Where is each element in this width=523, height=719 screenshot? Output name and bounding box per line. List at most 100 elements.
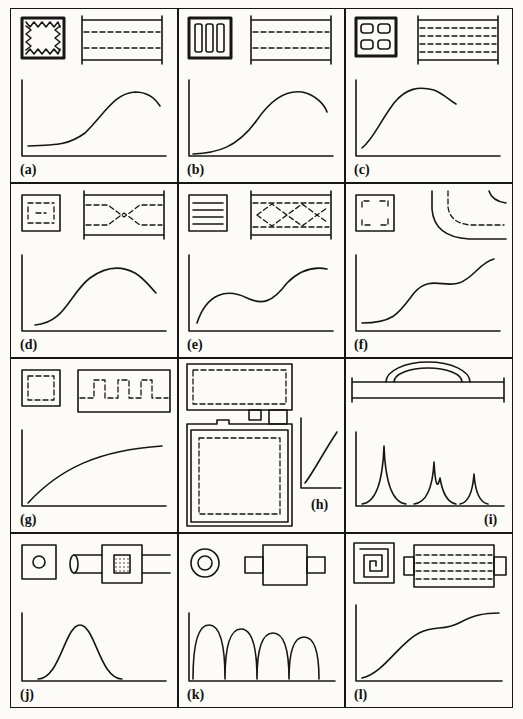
line-art [360,549,388,577]
line-art [432,191,506,239]
line-art [55,26,60,50]
line-art [362,201,388,225]
line-art [189,80,333,156]
line-art [263,545,307,585]
line-art [197,268,327,323]
panel-label: (d) [19,337,38,353]
line-art [494,557,506,575]
panel-cell: (j) [10,533,179,708]
panel-e-drawing [189,191,333,331]
panel-a-drawing [22,16,166,156]
line-art [193,625,319,679]
line-art [22,80,166,156]
line-art [189,18,231,58]
line-art [86,205,162,225]
line-art [28,203,54,223]
line-art [33,556,45,568]
line-art [404,557,414,575]
line-art [356,432,504,506]
panel-label: (j) [19,687,35,703]
line-art [84,32,160,48]
line-art [26,26,31,50]
line-art [257,204,327,226]
line-art [193,203,223,224]
line-art [354,543,394,583]
panel-c-drawing [356,16,500,156]
line-art [307,557,325,573]
line-art [416,555,492,579]
panel-label: (a) [19,162,37,178]
panel-cell: (l) [344,533,513,708]
line-art [84,191,164,239]
line-art [361,40,373,49]
panel-label: (l) [353,687,368,703]
panel-cell: (c) [344,8,513,183]
line-art [356,18,396,56]
panel-b-drawing [189,16,333,156]
line-art [253,203,329,227]
line-art [251,16,331,64]
panel-label: (g) [19,512,37,528]
line-art [22,430,166,506]
line-art [301,418,341,488]
line-art [305,432,337,483]
line-art [489,191,506,203]
line-art [362,613,499,678]
line-art [245,557,263,573]
panel-cell: (h) [177,358,346,533]
panel-cell: (e) [177,183,346,358]
line-art [356,80,500,156]
line-art [420,28,496,52]
line-art [414,545,494,587]
panel-label: (c) [353,162,371,178]
panel-cell: (f) [344,183,513,358]
panel-cell: (g) [10,358,179,533]
line-art [193,92,327,154]
line-art [114,555,130,573]
line-art [22,195,60,231]
line-art [22,545,56,579]
line-art [251,191,331,239]
line-art [189,195,227,231]
line-art [70,555,78,573]
line-art [378,24,390,33]
line-art [187,420,292,526]
panel-j-drawing [22,545,170,681]
line-art [414,462,456,504]
panel-h-drawing [187,364,341,526]
panel-cell: (k) [177,533,346,708]
line-art [38,625,122,679]
panel-label: (f) [353,337,369,353]
line-art [22,255,166,331]
line-art [28,92,160,146]
line-art [189,613,335,681]
line-art [386,362,470,382]
line-art [217,24,224,52]
line-art [394,368,462,382]
line-art [206,24,213,52]
line-art [82,16,162,64]
line-art [362,88,456,148]
panel-l-drawing [354,543,506,681]
line-art [448,191,504,225]
panel-d-drawing [22,191,166,331]
panel-label: (b) [186,162,205,178]
panel-label: (h) [310,497,329,513]
line-art [22,613,166,681]
line-art [198,556,212,570]
line-art [249,410,261,420]
line-art [193,370,286,404]
line-art [191,430,288,522]
line-art [22,370,60,406]
line-art [187,364,292,410]
panel-f-drawing [356,191,506,331]
line-art [22,18,64,58]
line-art [418,16,498,64]
panel-cell: (a) [10,8,179,183]
line-art [28,446,162,503]
line-art [356,605,502,681]
line-art [28,376,54,400]
line-art [352,378,504,402]
